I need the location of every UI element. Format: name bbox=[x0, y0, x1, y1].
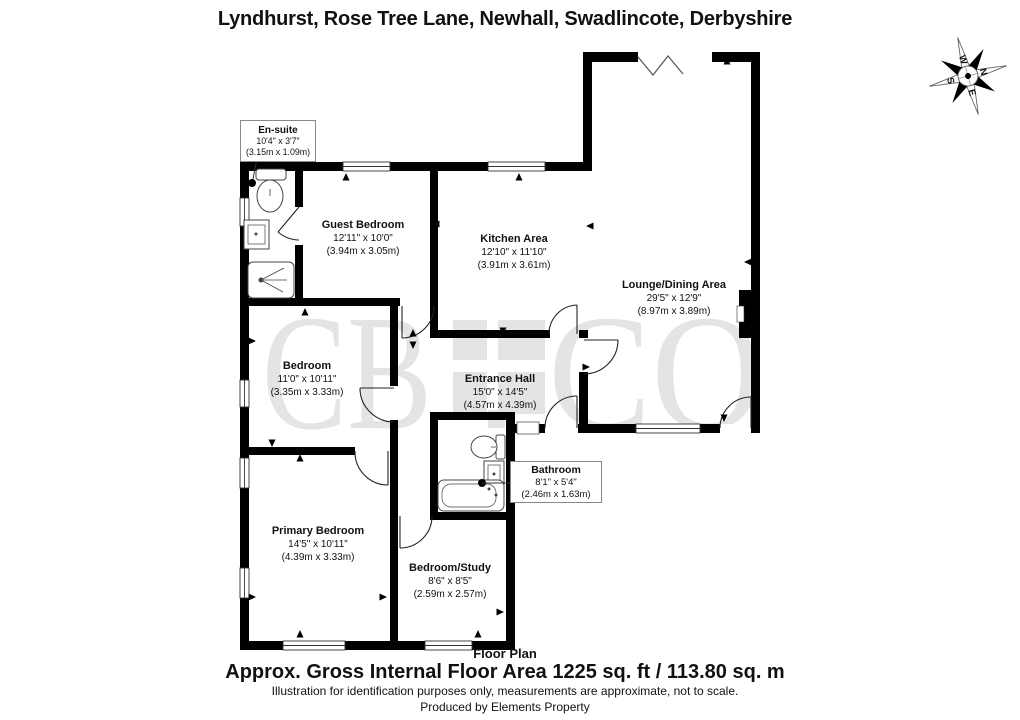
compass-east-label: E bbox=[965, 88, 977, 97]
bathroom-fixtures bbox=[437, 434, 506, 512]
compass-west-label: W bbox=[956, 54, 969, 66]
room-label-bathroom: Bathroom 8'1" x 5'4" (2.46m x 1.63m) bbox=[510, 461, 602, 503]
door-primary-bedroom bbox=[354, 450, 389, 486]
room-label-ensuite: En-suite 10'4" x 3'7" (3.15m x 1.09m) bbox=[240, 120, 316, 162]
shower-icon bbox=[247, 261, 295, 299]
page-title: Lyndhurst, Rose Tree Lane, Newhall, Swad… bbox=[217, 8, 793, 30]
compass-south-label: S bbox=[944, 76, 956, 85]
ensuite-fixtures bbox=[243, 168, 295, 299]
door-patio bbox=[719, 396, 752, 429]
door-entrance bbox=[544, 395, 578, 429]
watermark-left-text: CB bbox=[262, 281, 432, 464]
door-guest-bedroom bbox=[401, 305, 435, 339]
door-ensuite bbox=[277, 206, 300, 241]
toilet-icon bbox=[470, 434, 506, 460]
wall-markers bbox=[248, 57, 752, 638]
compass-north-label: N bbox=[977, 67, 989, 77]
doors bbox=[277, 206, 752, 549]
floor-plan-caption: Floor Plan bbox=[473, 646, 537, 661]
basin-icon bbox=[243, 219, 270, 250]
producer-text: Produced by Elements Property bbox=[420, 700, 590, 714]
wall-break-line bbox=[637, 55, 684, 76]
bathtub-icon bbox=[437, 479, 505, 512]
door-bedroom-study bbox=[399, 515, 433, 549]
threshold bbox=[516, 421, 540, 435]
soil-pipe-dot bbox=[248, 179, 256, 187]
toilet-icon bbox=[255, 168, 287, 213]
door-openings bbox=[516, 338, 751, 435]
disclaimer-text: Illustration for identification purposes… bbox=[271, 684, 739, 698]
door-hall-lounge bbox=[583, 339, 619, 375]
gross-area-text: Approx. Gross Internal Floor Area 1225 s… bbox=[225, 661, 785, 683]
chimney-breast bbox=[736, 290, 751, 338]
windows bbox=[239, 161, 701, 651]
compass-rose: N E S W bbox=[929, 37, 1007, 115]
door-kitchen bbox=[548, 304, 578, 335]
door-bedroom bbox=[359, 387, 395, 423]
